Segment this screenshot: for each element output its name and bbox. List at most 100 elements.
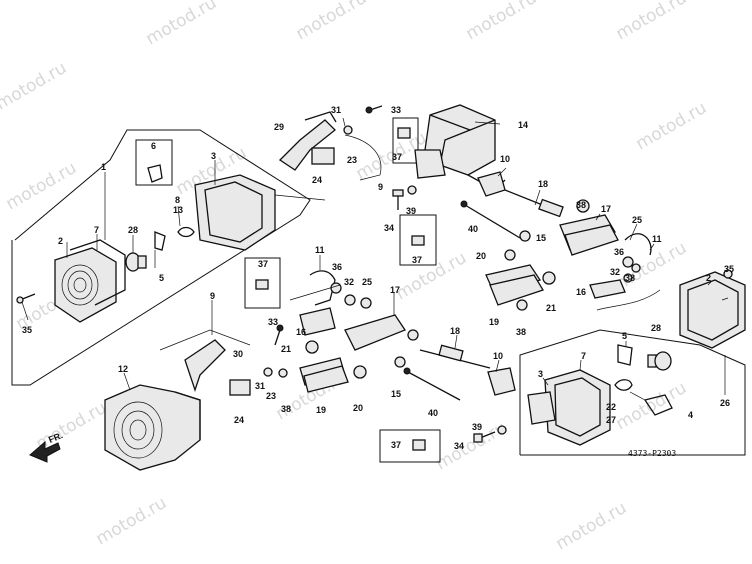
label-part-12: 12 xyxy=(118,364,128,374)
watermark-text: motod.ru xyxy=(613,0,691,44)
label-part-18: 18 xyxy=(538,179,548,189)
label-part-31: 31 xyxy=(331,105,341,115)
label-part-8: 8 xyxy=(175,195,180,205)
label-part-18: 18 xyxy=(450,326,460,336)
label-part-17: 17 xyxy=(601,204,611,214)
label-part-19: 19 xyxy=(316,405,326,415)
label-part-21: 21 xyxy=(546,303,556,313)
fitting-16-center xyxy=(299,307,336,336)
clip-part xyxy=(147,164,163,183)
stay-rubber-upper xyxy=(485,199,619,311)
label-part-17: 17 xyxy=(390,285,400,295)
label-part-6: 6 xyxy=(151,141,156,151)
label-part-25: 25 xyxy=(362,277,372,287)
clip-4-lower-right xyxy=(629,391,673,416)
clamp-11-right xyxy=(624,233,652,256)
bolt-40-lower xyxy=(407,371,461,401)
washer-15-upper xyxy=(519,230,531,242)
label-part-24: 24 xyxy=(312,175,322,185)
bracket-29 xyxy=(278,119,336,171)
label-part-29: 29 xyxy=(274,122,284,132)
label-part-24: 24 xyxy=(234,415,244,425)
watermark-text: motod.ru xyxy=(293,0,371,44)
label-part-38: 38 xyxy=(281,404,291,414)
terminal-upper xyxy=(154,231,166,251)
part-number-labels: 1 2 2 3 3 4 5 5 6 7 7 8 9 9 10 10 11 11 … xyxy=(22,105,734,451)
screw-set-34-upper xyxy=(392,185,437,266)
connector-24-lower xyxy=(229,379,251,396)
connector-24 xyxy=(311,147,335,165)
label-part-33: 33 xyxy=(268,317,278,327)
label-part-26: 26 xyxy=(720,398,730,408)
watermark-text: motod.ru xyxy=(0,58,70,114)
bolt-40-upper xyxy=(464,204,521,239)
mount-cluster-right-upper xyxy=(589,233,661,311)
watermark-text: motod.ru xyxy=(613,378,691,434)
label-part-38: 38 xyxy=(516,327,526,337)
washer-38-lower xyxy=(278,368,288,378)
gasket-left xyxy=(69,239,126,306)
nut-37-box-lower xyxy=(379,429,441,463)
lens-housing-right xyxy=(679,269,746,349)
bulb-lower-right xyxy=(647,351,672,371)
label-part-37: 37 xyxy=(391,440,401,450)
label-part-20: 20 xyxy=(476,251,486,261)
screw-set-34-lower xyxy=(379,425,507,463)
rear-winker-housing-upper xyxy=(414,104,506,197)
label-part-40: 40 xyxy=(428,408,438,418)
wire-upper xyxy=(344,134,382,181)
washer-20-upper xyxy=(504,249,516,261)
washer-38-center xyxy=(407,329,419,341)
clip-detail-box xyxy=(135,139,173,186)
label-part-2: 2 xyxy=(58,236,63,246)
fitting-16-right xyxy=(589,279,626,299)
label-part-35: 35 xyxy=(22,325,32,335)
terminal-lower-right xyxy=(614,344,633,391)
screw-35-right xyxy=(723,269,733,279)
washer-15-center xyxy=(394,356,406,368)
label-part-23: 23 xyxy=(347,155,357,165)
mount-cluster-center xyxy=(274,270,419,393)
label-part-14: 14 xyxy=(518,120,528,130)
label-part-25: 25 xyxy=(632,215,642,225)
label-part-16: 16 xyxy=(576,287,586,297)
label-part-38: 38 xyxy=(576,200,586,210)
winker-housing-lower-right xyxy=(527,369,611,446)
leader-lines xyxy=(21,117,729,395)
watermark-text: motod.ru xyxy=(143,0,221,49)
shaft-assembly-upper xyxy=(460,189,564,242)
label-part-5: 5 xyxy=(622,331,627,341)
watermark-text: motod.ru xyxy=(393,248,471,304)
washer-20-center xyxy=(353,365,367,379)
label-part-39: 39 xyxy=(406,206,416,216)
label-part-5: 5 xyxy=(159,273,164,283)
label-part-37: 37 xyxy=(258,259,268,269)
wire-right-upper xyxy=(596,289,661,311)
front-left-winker-group xyxy=(11,129,326,386)
label-part-28: 28 xyxy=(128,225,138,235)
diagram-code: 4373-P2303 xyxy=(628,449,676,458)
label-part-11: 11 xyxy=(652,234,662,244)
label-part-34: 34 xyxy=(454,441,464,451)
socket-spring xyxy=(177,226,195,238)
winker-housing-upper xyxy=(194,174,326,251)
label-part-22: 22 xyxy=(606,402,616,412)
washer-38-upper-b xyxy=(576,199,590,213)
label-part-37: 37 xyxy=(412,255,422,265)
nut-37-upper xyxy=(397,127,411,139)
washer-21-upper xyxy=(542,271,556,285)
stay-17-center xyxy=(344,314,406,351)
bracket-lower-left xyxy=(159,329,288,396)
watermark-text: motod.ru xyxy=(553,498,631,554)
label-part-32: 32 xyxy=(610,267,620,277)
label-part-35: 35 xyxy=(724,264,734,274)
label-part-3: 3 xyxy=(538,369,543,379)
stem-10-lower xyxy=(487,367,516,396)
bracket-arm xyxy=(304,111,337,123)
shaft-assembly-lower xyxy=(403,344,516,401)
label-part-15: 15 xyxy=(391,389,401,399)
watermark-text: motod.ru xyxy=(633,98,711,154)
label-part-31: 31 xyxy=(255,381,265,391)
label-part-21: 21 xyxy=(281,344,291,354)
